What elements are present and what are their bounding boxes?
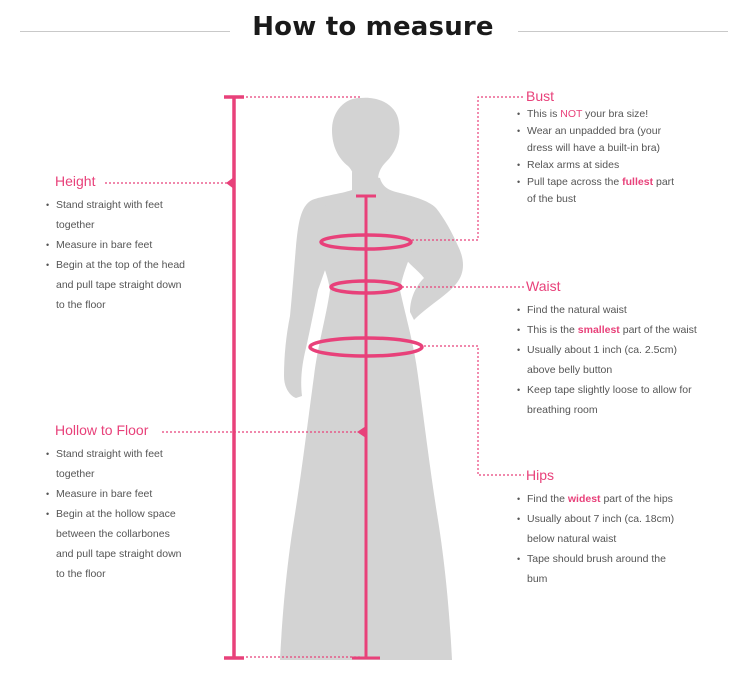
waist-section: Waist Find the natural waist This is the… [517,278,737,420]
waist-heading: Waist [526,278,561,294]
list-item: Begin at the top of the head and pull ta… [46,255,236,315]
list-item: Begin at the hollow space between the co… [46,504,236,584]
bust-connector [412,96,524,241]
bust-tape-ring [319,233,413,251]
list-item: Find the widest part of the hips [517,489,727,509]
list-item: Stand straight with feet together [46,444,236,484]
hollow-tape [352,194,380,660]
list-item: Stand straight with feet together [46,195,236,235]
hips-heading: Hips [526,467,555,483]
title-divider-left [20,31,230,32]
hips-tape-ring [308,336,424,358]
page-title: How to measure [252,12,494,42]
list-item: Usually about 1 inch (ca. 2.5cm) above b… [517,340,737,380]
hips-connector [424,345,524,476]
height-arrow-icon [226,177,234,189]
hollow-heading: Hollow to Floor [55,422,149,438]
list-item: Wear an unpadded bra (your dress will ha… [517,123,727,157]
bust-heading: Bust [526,88,555,104]
title-divider-right [518,31,728,32]
hollow-arrow-icon [357,426,366,438]
list-item: Find the natural waist [517,300,737,320]
list-item: Tape should brush around the bum [517,549,727,589]
list-item: This is the smallest part of the waist [517,320,737,340]
waist-tape-ring [329,279,403,295]
list-item: Usually about 7 inch (ca. 18cm) below na… [517,509,727,549]
list-item: Keep tape slightly loose to allow for br… [517,380,737,420]
list-item: Measure in bare feet [46,484,236,504]
dotted-connectors [105,96,524,658]
list-item: Relax arms at sides [517,157,727,174]
height-heading: Height [55,173,96,189]
bust-section: Bust This is NOT your bra size! Wear an … [517,88,727,208]
list-item: Pull tape across the fullest part of the… [517,174,727,208]
height-section: Height Stand straight with feet together… [46,173,236,315]
body-silhouette [280,97,463,660]
list-item: Measure in bare feet [46,235,236,255]
hips-section: Hips Find the widest part of the hips Us… [517,467,727,589]
hollow-section: Hollow to Floor Stand straight with feet… [46,422,236,584]
list-item: This is NOT your bra size! [517,106,727,123]
